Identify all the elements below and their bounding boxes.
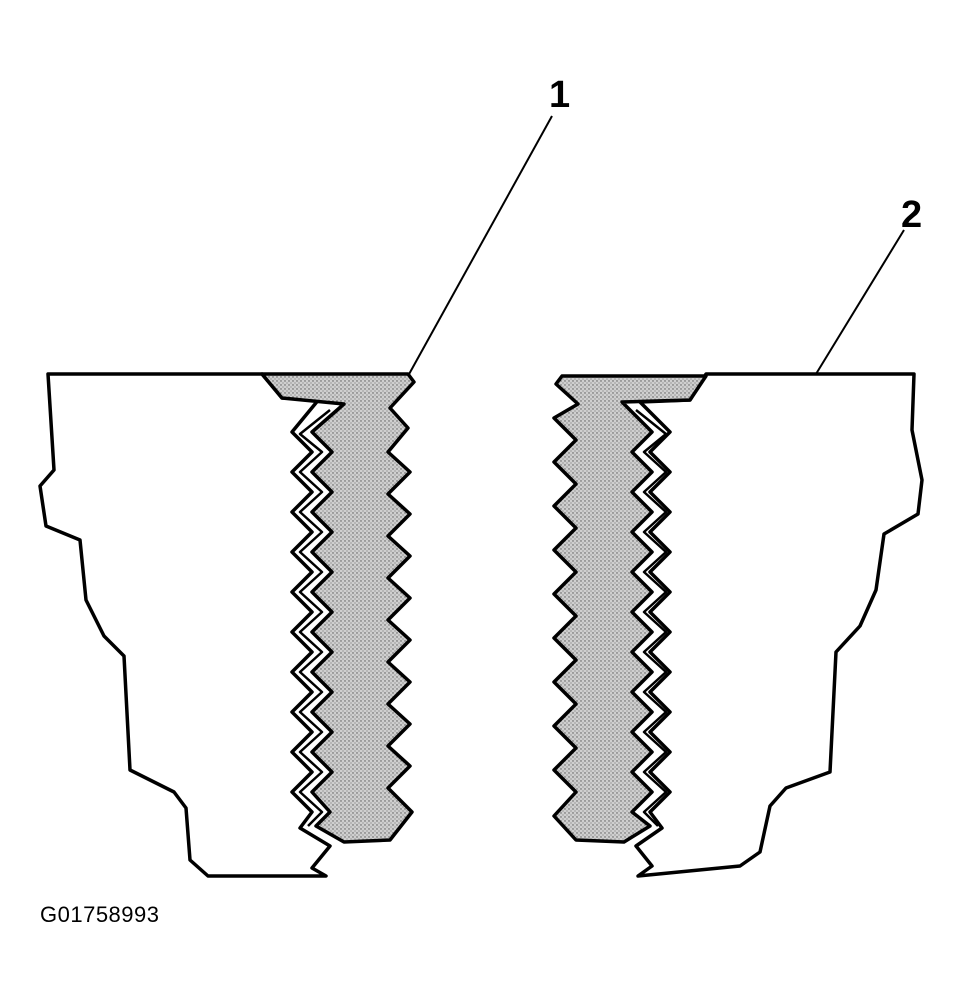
right-thread-sealant bbox=[552, 374, 708, 844]
right-housing-body bbox=[634, 372, 924, 878]
left-thread-sealant bbox=[260, 372, 416, 844]
leader-line-2 bbox=[815, 229, 905, 375]
left-thread-inner-outline bbox=[298, 409, 331, 827]
callout-label-2: 2 bbox=[901, 194, 923, 236]
figure-id: G01758993 bbox=[40, 902, 160, 927]
leader-line-1 bbox=[407, 115, 553, 377]
callout-label-1: 1 bbox=[549, 74, 571, 116]
right-thread-inner-outline bbox=[635, 409, 668, 827]
left-housing-body bbox=[38, 372, 332, 878]
